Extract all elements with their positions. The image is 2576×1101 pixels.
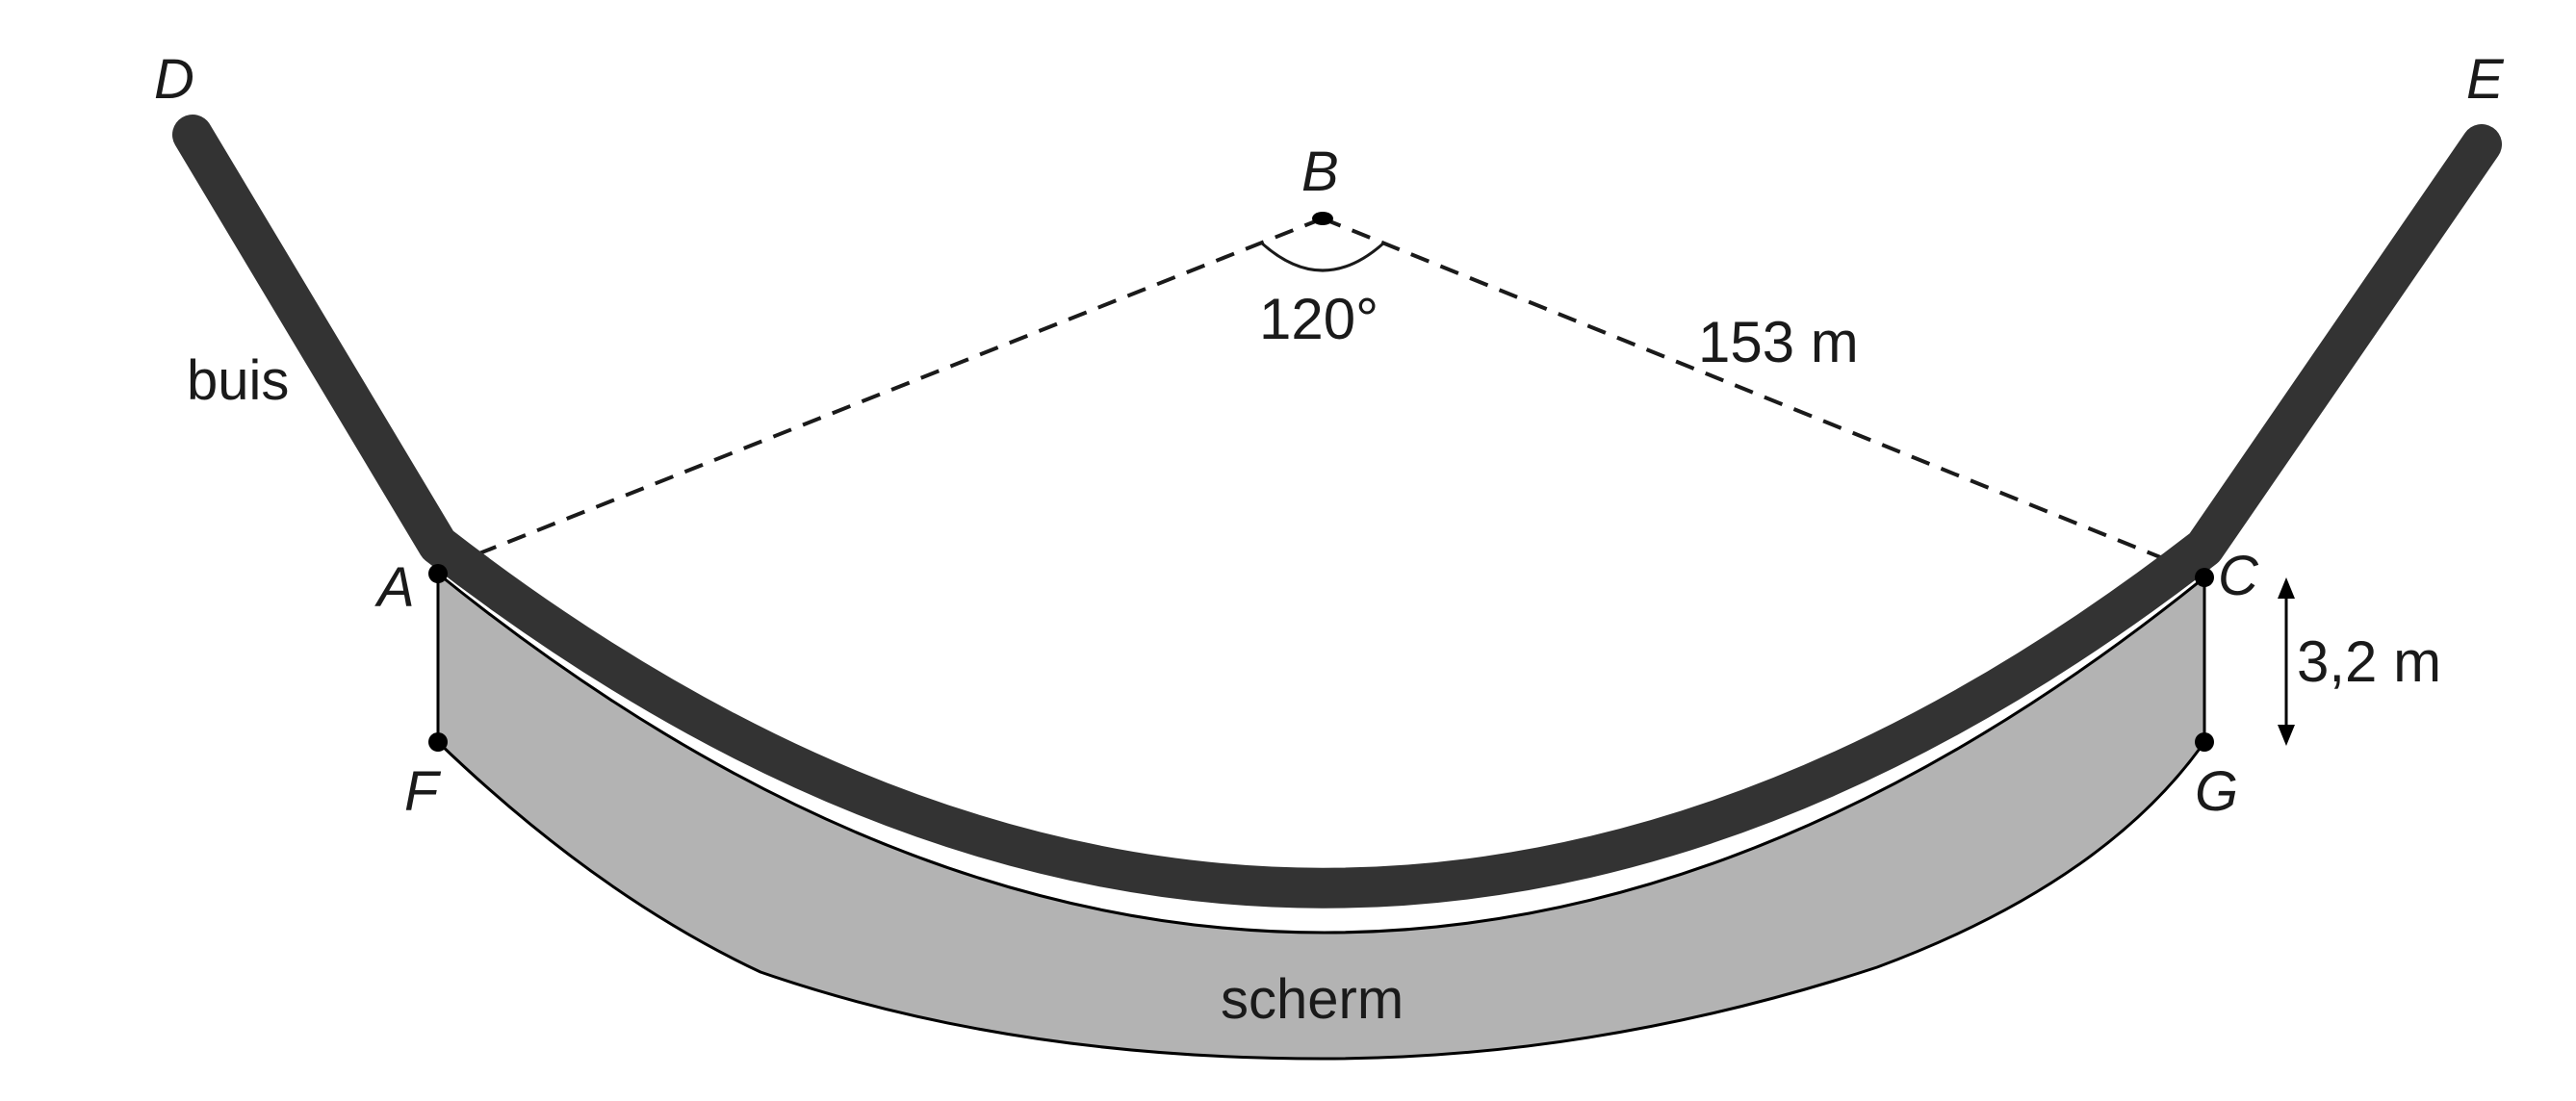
- label-screen: scherm: [1221, 968, 1404, 1031]
- label-b: B: [1301, 141, 1339, 203]
- label-c: C: [2218, 545, 2259, 607]
- label-e: E: [2466, 48, 2505, 111]
- point-f-dot: [428, 732, 448, 752]
- label-a: A: [374, 556, 415, 619]
- label-g: G: [2195, 760, 2238, 823]
- angle-arc: [1259, 241, 1386, 272]
- screen-band: [436, 570, 2206, 1061]
- height-arrow-head-bottom: [2278, 725, 2295, 746]
- point-a-dot: [428, 564, 448, 583]
- label-radius: 153 m: [1698, 310, 1859, 374]
- label-height: 3,2 m: [2297, 629, 2441, 694]
- point-c-dot: [2195, 568, 2214, 587]
- point-g-dot: [2195, 732, 2214, 752]
- label-pipe: buis: [187, 349, 289, 412]
- label-d: D: [154, 48, 194, 111]
- point-b-dot: [1312, 212, 1333, 225]
- label-f: F: [404, 760, 442, 823]
- height-arrow-head-top: [2278, 577, 2295, 599]
- pipe: [172, 115, 2502, 909]
- radius-bc: [1322, 217, 2171, 563]
- radius-ba: [469, 217, 1324, 559]
- label-angle: 120°: [1259, 287, 1378, 351]
